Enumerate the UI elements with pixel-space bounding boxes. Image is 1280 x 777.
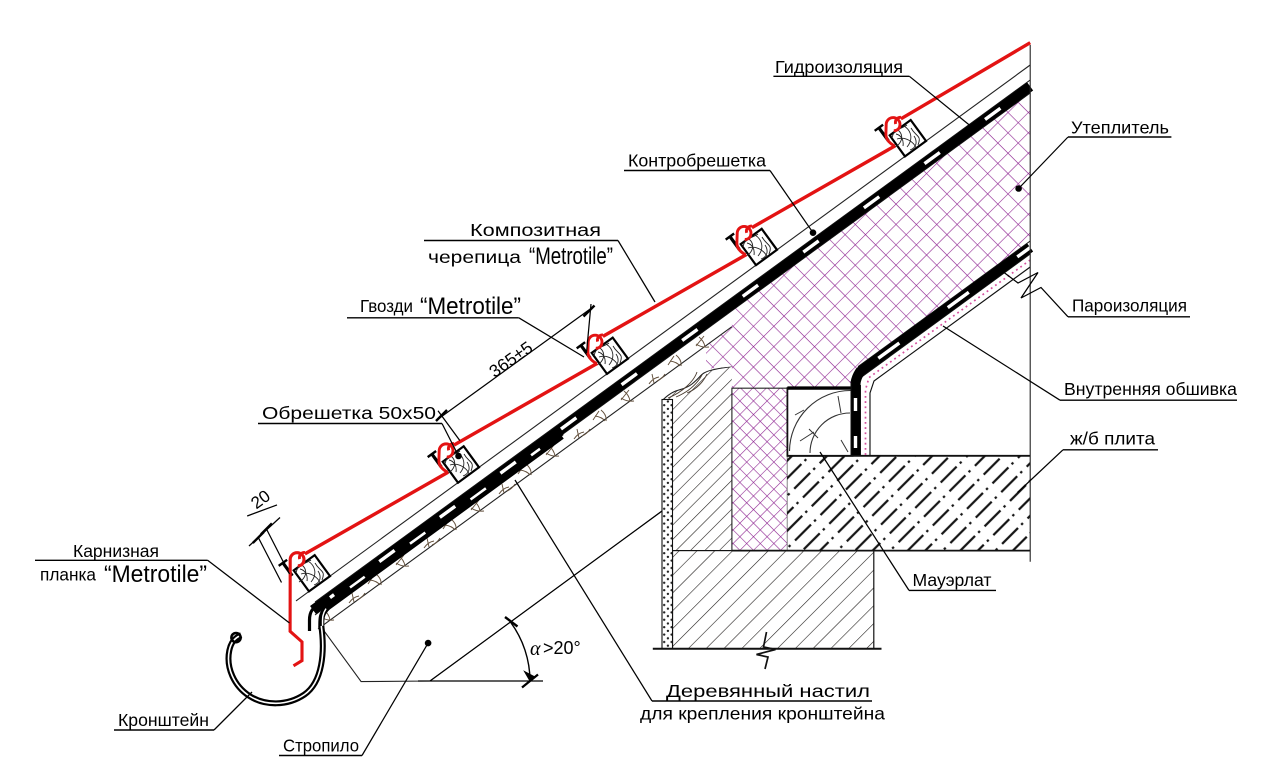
svg-text:Композитная: Композитная: [470, 220, 601, 240]
svg-text:Утеплитель: Утеплитель: [1071, 118, 1169, 138]
svg-text:Гвозди: Гвозди: [360, 296, 413, 316]
svg-text:“Metrotile”: “Metrotile”: [104, 561, 207, 588]
svg-text:Гидроизоляция: Гидроизоляция: [775, 57, 903, 77]
svg-text:>20°: >20°: [543, 638, 581, 658]
svg-text:“Metrotile”: “Metrotile”: [529, 243, 613, 270]
svg-text:ж/б плита: ж/б плита: [1070, 429, 1155, 449]
svg-text:Карнизная: Карнизная: [73, 541, 159, 561]
svg-text:Обрешетка 50х50: Обрешетка 50х50: [262, 403, 436, 423]
svg-text:Кронштейн: Кронштейн: [118, 710, 209, 730]
svg-text:Стропило: Стропило: [283, 736, 359, 756]
svg-text:черепица: черепица: [428, 247, 521, 267]
svg-text:Пароизоляция: Пароизоляция: [1072, 296, 1187, 316]
svg-text:Контробрешетка: Контробрешетка: [628, 151, 766, 171]
svg-text:Внутренняя обшивка: Внутренняя обшивка: [1064, 379, 1237, 399]
svg-text:Мауэрлат: Мауэрлат: [913, 570, 992, 590]
svg-text:планка: планка: [40, 565, 96, 585]
svg-text:α: α: [530, 638, 541, 660]
svg-text:Деревянный настил: Деревянный настил: [666, 681, 870, 701]
svg-text:для крепления кронштейна: для крепления кронштейна: [640, 704, 885, 724]
svg-text:“Metrotile”: “Metrotile”: [420, 293, 521, 320]
